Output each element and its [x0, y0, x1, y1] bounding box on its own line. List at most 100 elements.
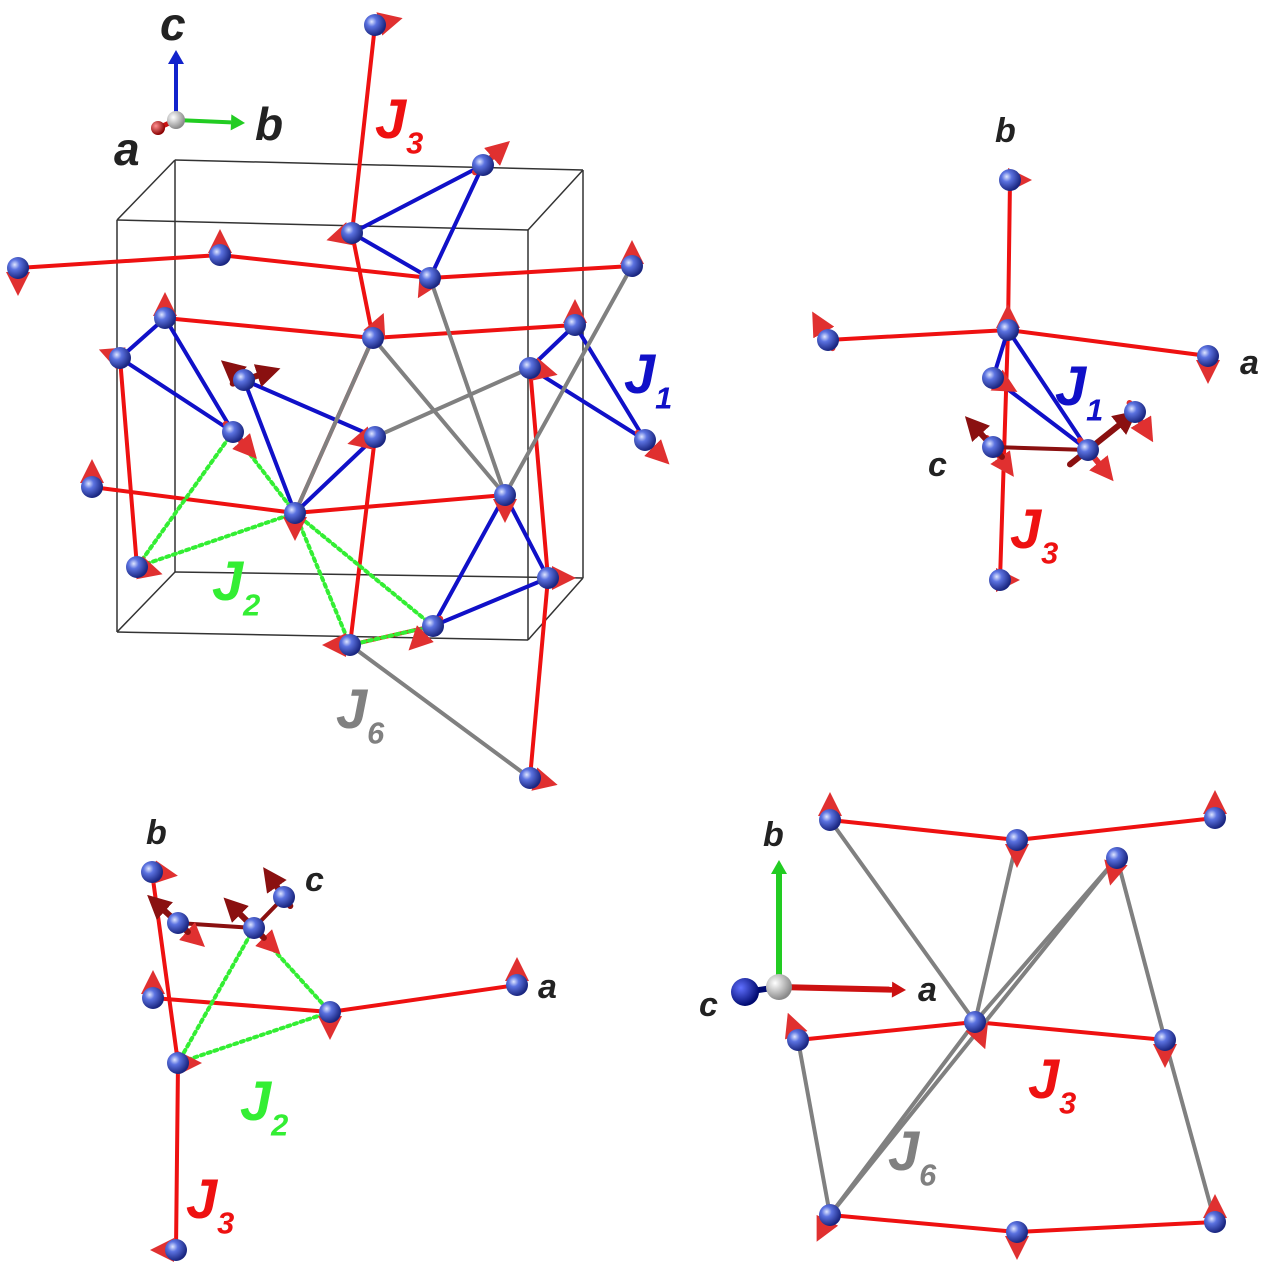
j6-bond — [503, 264, 634, 497]
j1-bond — [163, 316, 235, 434]
j3-label: J3 — [1010, 497, 1058, 571]
magnetic-atom — [142, 987, 164, 1009]
magnetic-atom — [419, 267, 441, 289]
a-axis-label: a — [1240, 344, 1259, 382]
magnetic-atom — [422, 615, 444, 637]
magnetic-atom — [819, 1204, 841, 1226]
c-axis-head — [168, 50, 184, 64]
j3-bond — [973, 1020, 1167, 1042]
magnetic-atom — [141, 861, 163, 883]
a-axis-head — [151, 121, 165, 135]
j2-label: J2 — [212, 549, 260, 623]
magnetic-atom — [339, 634, 361, 656]
magnetic-atom — [165, 1239, 187, 1261]
j6-bond — [1163, 1038, 1217, 1224]
j3-bond — [1015, 1220, 1217, 1234]
magnetic-atom — [519, 767, 541, 789]
cell-edge — [174, 159, 584, 171]
a-axis-label: a — [918, 971, 937, 1009]
magnetic-atom — [564, 314, 586, 336]
magnetic-atom — [1204, 807, 1226, 829]
j3-bond — [828, 818, 1019, 842]
magnetic-atom — [819, 809, 841, 831]
cell-edge — [527, 169, 584, 231]
magnetic-atoms — [7, 14, 1226, 1261]
magnetic-atom — [472, 154, 494, 176]
magnetic-atom — [233, 369, 255, 391]
j2-bond — [135, 511, 297, 569]
j3-bond — [1006, 328, 1210, 358]
magnetic-atom — [997, 319, 1019, 341]
j1-bond — [431, 493, 507, 628]
j3-bond — [1006, 178, 1012, 332]
j3-bond — [118, 356, 139, 569]
j2-bond — [293, 511, 435, 628]
magnetic-atom — [817, 329, 839, 351]
cell-edge — [116, 571, 176, 633]
j3-bond — [796, 1020, 977, 1042]
magnetic-atom — [494, 484, 516, 506]
j6-bond — [428, 276, 507, 497]
j6-label: J6 — [336, 677, 385, 751]
magnetic-atom — [537, 567, 559, 589]
j1-label: J1 — [1055, 354, 1103, 428]
j3-bond — [528, 576, 550, 780]
cell-edge — [116, 219, 529, 231]
j3-bond — [826, 328, 1010, 342]
magnetic-atom — [364, 426, 386, 448]
magnetic-atom — [964, 1011, 986, 1033]
j1-label: J1 — [624, 342, 672, 416]
j3-bond — [828, 1213, 1019, 1234]
b-axis-shaft — [175, 118, 232, 125]
axis-origin — [167, 111, 185, 129]
j3-short-bond — [177, 921, 255, 930]
j3-bond — [528, 366, 550, 580]
magnetic-atom — [319, 1001, 341, 1023]
magnetic-atom — [982, 367, 1004, 389]
j3-label: J3 — [1028, 1047, 1076, 1121]
c-axis-head — [731, 978, 759, 1006]
cell-edge — [116, 159, 176, 221]
cell-edge — [527, 577, 584, 641]
magnetic-atom — [1077, 439, 1099, 461]
j3-bond — [350, 231, 375, 340]
j2-bond — [176, 926, 256, 1065]
j3-bond — [218, 253, 432, 280]
a-axis-label: a — [114, 123, 140, 175]
b-axis-head — [771, 860, 787, 874]
j3-short-bond — [992, 445, 1089, 452]
magnetic-atom — [341, 222, 363, 244]
j3-bond — [16, 253, 222, 270]
cell-edge — [116, 631, 529, 641]
j2-bond — [135, 430, 235, 569]
magnetic-atom — [1124, 401, 1146, 423]
j1-bond — [350, 163, 485, 235]
j1-bond — [118, 356, 235, 434]
a-axis-shaft — [778, 984, 893, 993]
j3-bond — [328, 983, 519, 1014]
c-axis-label: c — [160, 0, 186, 50]
magnetic-atom — [519, 357, 541, 379]
magnetic-atom — [1006, 1221, 1028, 1243]
magnetic-atom — [787, 1029, 809, 1051]
j1-bond — [428, 163, 485, 280]
magnetic-atom — [284, 502, 306, 524]
j1-bond — [350, 231, 432, 280]
a-axis-label: a — [538, 968, 557, 1006]
j2-bond — [293, 511, 352, 647]
magnetic-atom — [167, 1052, 189, 1074]
magnetic-atom — [273, 886, 295, 908]
magnetic-atom — [1204, 1211, 1226, 1233]
j6-bond — [1115, 856, 1167, 1042]
magnetic-atom — [209, 244, 231, 266]
b-axis-head — [230, 114, 245, 131]
magnetic-atom — [154, 307, 176, 329]
a-axis-head — [891, 981, 906, 998]
magnetic-atom — [81, 476, 103, 498]
j6-bond — [796, 1038, 832, 1217]
b-axis-label: b — [995, 112, 1016, 150]
b-axis-label: b — [255, 98, 283, 150]
j3-label: J3 — [186, 1167, 234, 1241]
j2-label: J2 — [240, 1069, 288, 1143]
